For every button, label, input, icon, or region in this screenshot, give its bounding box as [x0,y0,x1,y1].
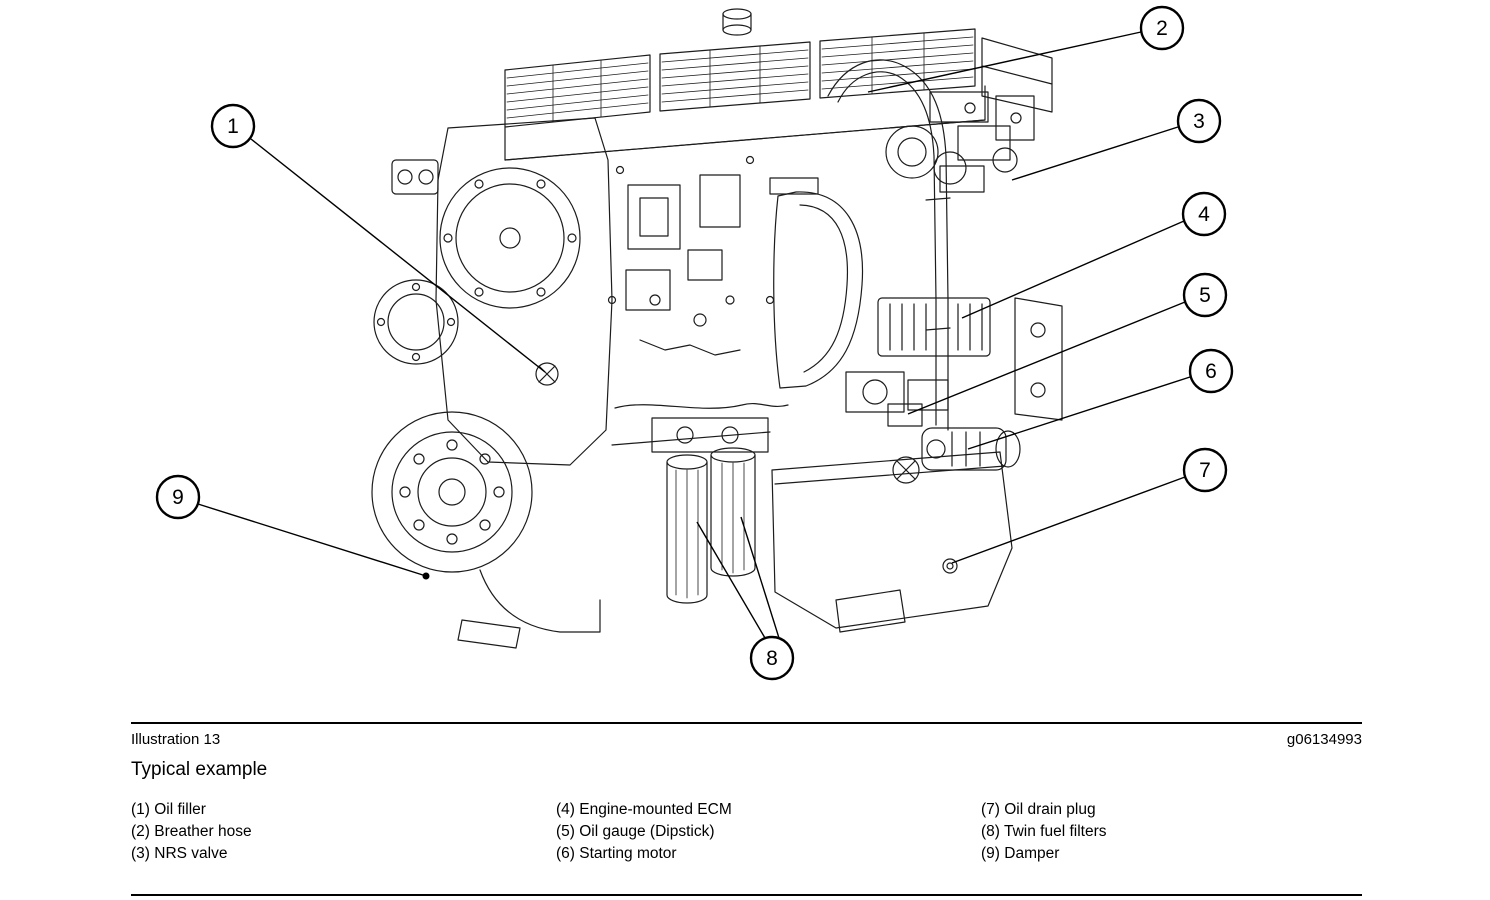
callout-9-number: 9 [172,486,184,509]
legend: (1) Oil filler (2) Breather hose (3) NRS… [131,799,1362,865]
illustration-label: Illustration 13 [131,731,221,748]
callout-2: 2 [1139,5,1185,51]
callout-6: 6 [1188,348,1234,394]
fuel-filters-art [651,417,769,604]
valve-cover-hatch [506,32,974,123]
legend-item-4: (4) Engine-mounted ECM [556,801,732,818]
oil-filler-cap [535,362,559,386]
callout-2-number: 2 [1156,17,1168,40]
bottom-rule [131,894,1362,896]
callout-5: 5 [1182,272,1228,318]
legend-item-7: (7) Oil drain plug [981,801,1096,818]
legend-item-3: (3) NRS valve [131,845,228,862]
legend-column-3: (7) Oil drain plug (8) Twin fuel filters… [981,799,1362,865]
legend-item-1: (1) Oil filler [131,801,206,818]
callout-leaders [197,31,1191,639]
callout-8-number: 8 [766,647,778,670]
engine-line-art [371,8,1063,649]
callout-5-number: 5 [1199,284,1211,307]
figure-caption-area: Illustration 13 g06134993 Typical exampl… [131,722,1362,865]
figure-code: g06134993 [1286,731,1362,748]
legend-column-2: (4) Engine-mounted ECM (5) Oil gauge (Di… [556,799,981,865]
callout-9: 9 [155,474,201,520]
callout-1-number: 1 [227,115,239,138]
engine-figure: 1 2 3 4 5 6 7 8 [155,5,1234,681]
figure-header: Illustration 13 g06134993 [131,731,1362,749]
legend-item-6: (6) Starting motor [556,845,677,862]
callout-1: 1 [210,103,256,149]
damper-art [371,411,533,573]
callout-7-number: 7 [1199,459,1211,482]
nrs-valve-art [929,91,1035,193]
callout-8: 8 [749,635,795,681]
callout-7: 7 [1182,447,1228,493]
legend-item-8: (8) Twin fuel filters [981,823,1107,840]
legend-item-2: (2) Breather hose [131,823,252,840]
callout-3: 3 [1176,98,1222,144]
callout-3-number: 3 [1193,110,1205,133]
legend-item-9: (9) Damper [981,845,1060,862]
oil-pan-art [771,451,1013,629]
callout-4-number: 4 [1198,203,1210,226]
ecm-art [877,297,991,357]
starting-motor-art [921,427,1021,471]
legend-column-1: (1) Oil filler (2) Breather hose (3) NRS… [131,799,556,865]
callout-6-number: 6 [1205,360,1217,383]
legend-item-5: (5) Oil gauge (Dipstick) [556,823,715,840]
figure-caption: Typical example [131,759,268,780]
breather-hose-art [827,59,951,431]
callout-4: 4 [1181,191,1227,237]
